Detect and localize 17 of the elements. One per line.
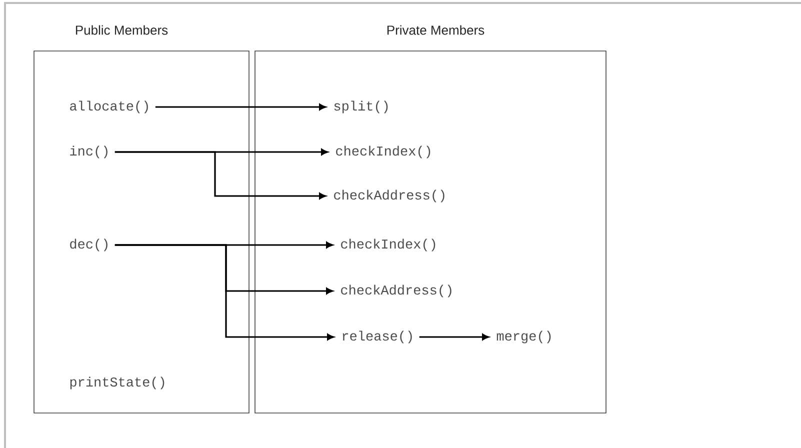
method-name: checkAddress() <box>334 190 444 202</box>
method-name: checkIndex() <box>336 146 430 158</box>
method-name: merge() <box>496 330 551 344</box>
arrow <box>155 104 326 110</box>
panel-heading: Private Members <box>387 25 484 35</box>
method-name: dec() <box>70 238 108 252</box>
arrow <box>114 151 326 200</box>
arrow <box>114 244 334 340</box>
method-name: allocate() <box>70 100 148 114</box>
method-name: release() <box>342 330 412 344</box>
method-name: printState() <box>70 376 164 390</box>
method-name: checkAddress() <box>341 284 452 298</box>
method-name: checkIndex() <box>341 238 436 252</box>
panel-heading: Public Members <box>76 25 168 35</box>
arrow <box>419 334 489 340</box>
method-name: inc() <box>70 146 108 158</box>
method-name: split() <box>334 100 388 114</box>
